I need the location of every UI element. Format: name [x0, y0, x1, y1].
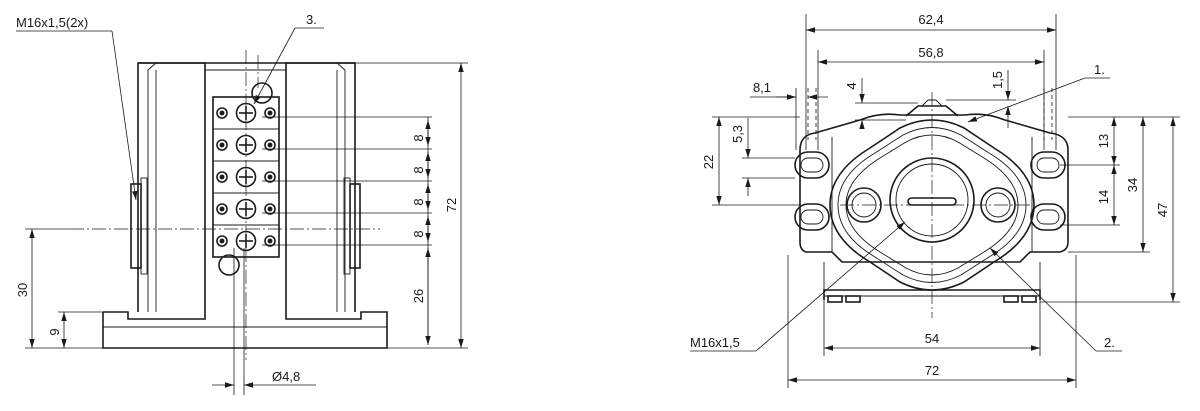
terminal-hole-left: [216, 203, 228, 215]
flange-outline: [799, 113, 1069, 263]
right-thread-label: M16x1,5: [690, 335, 740, 350]
terminal-hole-right: [264, 171, 276, 183]
terminal-hole-right-core: [267, 110, 273, 116]
callout-2-leader: [989, 247, 1097, 352]
terminal-hole-right-core: [267, 174, 273, 180]
terminal-hole-right: [264, 107, 276, 119]
terminal-hole-right-core: [267, 142, 273, 148]
left-thread-leader: [111, 30, 138, 201]
dim-62-4: 62,4: [918, 12, 943, 27]
dim-56-8: 56,8: [918, 45, 943, 60]
dim-pitch-4: 8: [411, 230, 426, 237]
callout-2: 2.: [1104, 335, 1115, 350]
terminal-hole-left-core: [219, 238, 225, 244]
dim-4: 4: [844, 82, 859, 89]
dim-26: 26: [411, 289, 426, 303]
terminal-hole-left: [216, 171, 228, 183]
dim-5-3: 5,3: [730, 125, 745, 143]
right-view: 62,4 56,8 8,1 4 1,5 1. 22: [690, 12, 1180, 388]
terminal-hole-left: [216, 235, 228, 247]
terminal-hole-right: [264, 139, 276, 151]
dim-1-5: 1,5: [990, 71, 1005, 89]
terminal-hole-left-core: [219, 142, 225, 148]
dim-47: 47: [1155, 203, 1170, 217]
dim-pitch-2: 8: [411, 166, 426, 173]
callout-1-leader: [967, 77, 1086, 123]
right-body-inner-edge: [336, 62, 346, 312]
dim-13: 13: [1096, 134, 1111, 148]
callout-3: 3.: [306, 12, 317, 27]
callout-1: 1.: [1094, 62, 1105, 77]
dim-72-left: 72: [444, 198, 459, 212]
left-thread-label: M16x1,5(2x): [16, 15, 88, 30]
dim-9: 9: [47, 328, 62, 335]
terminal-hole-left-core: [219, 174, 225, 180]
right-thread-collar: [343, 177, 351, 275]
left-view: 8 8 8 8 26 72 30 9 Ø4,8 M16x1,5(2x) 3.: [15, 12, 468, 395]
terminal-hole-right-core: [267, 238, 273, 244]
terminal-hole-right: [264, 203, 276, 215]
dim-pitch-1: 8: [411, 134, 426, 141]
dim-dia-4-8: Ø4,8: [272, 369, 300, 384]
dim-22: 22: [701, 155, 716, 169]
dim-30: 30: [15, 283, 30, 297]
dim-72-right: 72: [925, 363, 939, 378]
terminal-hole-right: [264, 235, 276, 247]
dim-8-1: 8,1: [753, 80, 771, 95]
terminal-screw-head: [235, 134, 257, 156]
dim-54: 54: [925, 331, 939, 346]
bottom-screw: [218, 254, 240, 276]
dim-14: 14: [1096, 190, 1111, 204]
top-screw: [251, 82, 273, 104]
dim-pitch-3: 8: [411, 198, 426, 205]
terminal-hole-right-core: [267, 206, 273, 212]
terminal-hole-left-core: [219, 206, 225, 212]
pitch-extension-lines: [262, 116, 432, 340]
left-thread-collar: [140, 177, 148, 275]
right-thread-leader: [755, 221, 906, 352]
terminal-hole-left-core: [219, 110, 225, 116]
callout-3-leader: [253, 27, 296, 105]
left-body-inner-edge: [147, 62, 157, 312]
base-feet: [827, 295, 1037, 303]
terminal-hole-left: [216, 107, 228, 119]
left-base-plate: [102, 311, 388, 349]
terminal-hole-left: [216, 139, 228, 151]
dim-34: 34: [1125, 178, 1140, 192]
left-thread-boss: [130, 183, 142, 269]
